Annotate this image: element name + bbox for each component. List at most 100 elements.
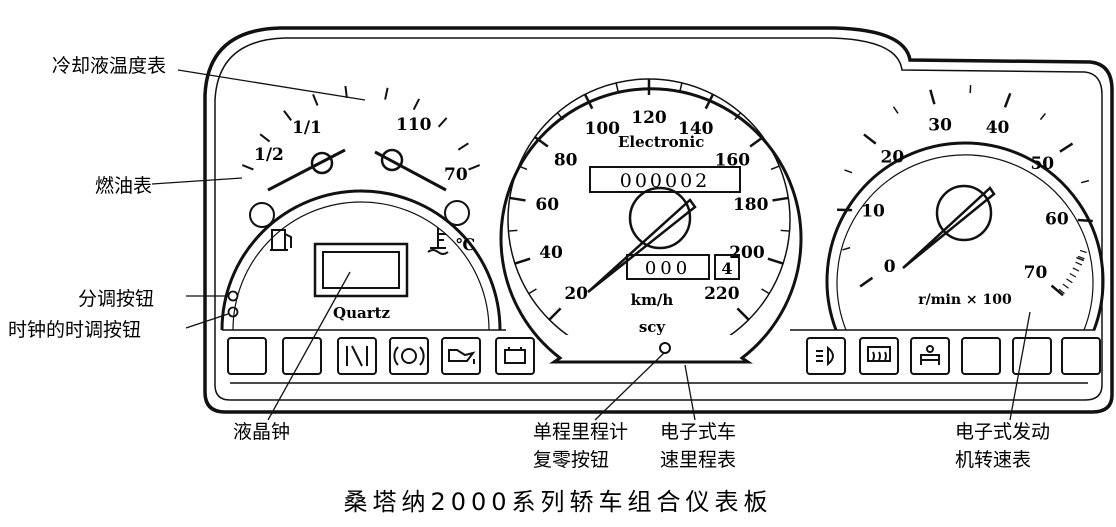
fuel-half-label: 1/2	[254, 145, 284, 165]
tach-minor-tick	[842, 248, 850, 250]
speed-tick-label: 120	[631, 108, 667, 128]
battery-icon	[505, 347, 525, 363]
tach-minor-tick	[844, 170, 852, 173]
speed-major-tick	[737, 308, 748, 319]
temp-tick	[458, 143, 468, 150]
trip-reset-label-1: 单程里程计	[533, 421, 628, 443]
brake-icon	[394, 347, 423, 365]
warning-lamp-box	[1013, 338, 1051, 374]
speed-major-tick	[768, 259, 783, 264]
lcd-clock-label: 液晶钟	[233, 421, 290, 443]
fuel-tick	[260, 134, 269, 141]
speed-minor-tick	[762, 289, 770, 294]
tach-redline-tick	[1063, 284, 1069, 288]
warning-lamps-right	[807, 338, 1100, 374]
speed-tick-label: 220	[704, 284, 740, 304]
speed-tick-label: 60	[535, 195, 559, 215]
temp-110-label: 110	[396, 115, 432, 135]
speed-tick-label: 180	[733, 195, 769, 215]
seatbelt-icon	[921, 346, 939, 365]
speed-tick-label: 100	[584, 119, 620, 139]
tach-major-tick	[930, 90, 934, 104]
temp-warning-lamp	[445, 201, 469, 225]
fuel-gauge-label: 燃油表	[95, 175, 152, 197]
trip-reset-button[interactable]	[660, 343, 670, 353]
tach-tick-label: 40	[986, 118, 1010, 138]
fuel-tick	[284, 111, 291, 121]
speed-minor-tick	[771, 166, 779, 169]
tach-major-tick	[860, 278, 872, 287]
minute-adjust-button[interactable]	[229, 292, 238, 301]
tach-minor-tick	[894, 107, 898, 114]
tach-tick-label: 10	[861, 202, 885, 222]
speed-tick-label: 200	[729, 243, 765, 263]
temp-tick	[469, 165, 480, 169]
tach-redline-tick	[1066, 279, 1072, 283]
maker-mark: scy	[639, 318, 667, 336]
hazard-icon	[347, 346, 367, 366]
fuel-tick	[242, 165, 253, 169]
temp-tick	[385, 88, 387, 100]
tachometer-label-2: 机转速表	[955, 449, 1031, 471]
speedometer-label-1: 电子式车	[660, 421, 736, 443]
fuel-warning-lamp	[250, 203, 274, 227]
clock-brand-label: Quartz	[333, 304, 391, 322]
tach-redline-tick	[1070, 274, 1076, 278]
fuel-tick	[313, 94, 317, 105]
coolant-gauge-label: 冷却液温度表	[52, 55, 166, 77]
tach-major-tick	[1060, 144, 1073, 152]
tach-tick-label: 70	[1024, 263, 1048, 283]
coolant-temp-icon	[428, 228, 448, 254]
tach-needle	[903, 186, 994, 268]
fuel-tick	[345, 86, 346, 98]
tach-redline-tick	[1080, 250, 1087, 252]
hour-button-label: 时钟的时调按钮	[8, 319, 141, 341]
speed-minor-tick	[508, 230, 517, 231]
tach-unit: r/min × 100	[918, 292, 1012, 308]
tach-redline-tick	[1076, 262, 1082, 265]
speed-minor-tick	[529, 289, 537, 294]
speed-major-tick	[750, 137, 763, 146]
temp-unit-label: ℃	[456, 235, 475, 254]
panel-housing	[205, 28, 1112, 412]
temp-tick	[414, 99, 419, 110]
tach-major-tick	[1005, 93, 1010, 107]
warning-lamp-box	[283, 338, 321, 374]
tachometer-ticks	[837, 85, 1093, 295]
warning-lamps-left	[228, 338, 534, 374]
tach-tick-label: 0	[884, 257, 896, 277]
hour-adjust-button[interactable]	[229, 308, 238, 317]
warning-lamp-box	[1062, 338, 1100, 374]
speed-tick-label: 40	[539, 243, 563, 263]
fuel-full-label: 1/1	[292, 118, 322, 138]
temp-70-label: 70	[444, 165, 468, 185]
speedometer-label-2: 速里程表	[660, 449, 736, 471]
trip-value: 000	[645, 258, 691, 279]
tach-minor-tick	[1040, 113, 1045, 119]
warning-lamp-box	[390, 338, 428, 374]
speed-major-tick	[772, 198, 788, 201]
warning-lamp-box	[496, 338, 534, 374]
warning-lamp-box	[807, 338, 845, 374]
trip-reset-label-2: 复零按钮	[533, 449, 609, 471]
speedometer-brand: Electronic	[618, 133, 704, 151]
speed-major-tick	[549, 308, 560, 319]
tach-tick-label: 20	[881, 148, 905, 168]
warning-lamp-box	[228, 338, 266, 374]
tach-major-tick	[1078, 220, 1093, 221]
warning-lamp-box	[962, 338, 1000, 374]
tach-redline-tick	[1073, 268, 1079, 271]
tach-tick-label: 30	[928, 115, 952, 135]
left-gauge: 1/1 1/2 110 70 ℃	[222, 86, 500, 330]
tach-minor-tick	[1081, 181, 1089, 183]
speed-minor-tick	[781, 230, 790, 231]
lcd-clock	[315, 244, 407, 296]
temp-needle	[375, 150, 446, 190]
trip-decimal-value: 4	[721, 259, 732, 278]
speed-minor-tick	[680, 83, 682, 92]
